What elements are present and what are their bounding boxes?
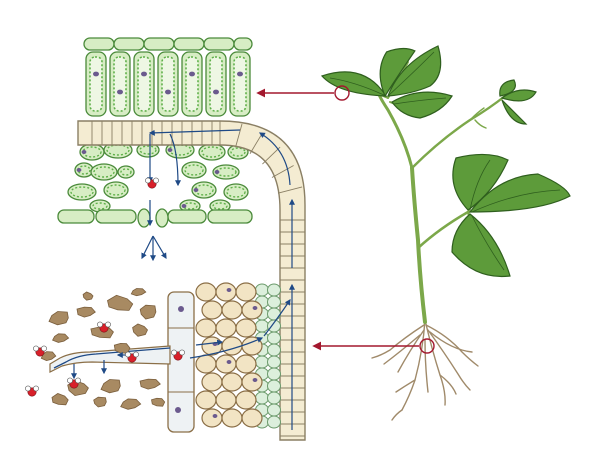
bean-plant [320,45,571,421]
flow-arrow-icon [189,337,264,359]
cortex-cell [221,300,243,320]
soil-particle [139,378,161,390]
palisade-layer [85,51,251,117]
cortex-cell [235,390,257,410]
cortex-cell [201,300,223,320]
soil-particle [82,291,94,301]
soil-particle [100,379,121,394]
water-molecule-icon [67,377,81,389]
cortex-cell [221,372,243,392]
pointer-arrows [256,88,419,351]
spongy-cell [198,143,226,161]
cortex-cell [241,372,263,392]
spongy-cell [90,163,118,181]
endodermis-cell [267,331,281,345]
soil-particle [48,311,69,326]
water-molecule-icon [145,177,159,189]
soil-particle [40,351,57,362]
cortex-cell [235,318,257,338]
upper-epidermis [83,37,253,51]
water-flow-arrows [71,129,295,430]
cortex-cell [241,408,263,428]
cortex-cell [215,390,237,410]
cortex-cell [195,390,217,410]
cortex-cell [221,408,243,428]
soil-particle [130,288,147,297]
root-zoom-circle [419,338,435,354]
soil-particle [120,398,142,410]
root-hair [49,345,171,373]
flow-arrow-icon [263,299,291,337]
soil-particle [51,393,69,406]
spongy-mesophyll [67,141,249,213]
soil-particle [132,323,148,337]
flow-arrow-icon [148,129,241,136]
cortex-cell [195,318,217,338]
soil-particle [151,397,166,407]
water-molecule-icon [125,351,139,363]
cortex-cell [201,372,223,392]
endodermis-cell [255,355,269,369]
root-cortex [195,282,263,428]
endodermis-cell [267,355,281,369]
endodermis-cell [255,319,269,333]
root-cross-section [49,282,281,433]
endodermis-cell [255,391,269,405]
endodermis-cell [267,415,281,429]
zoom-circles [334,85,435,354]
endodermis-cell [267,307,281,321]
cortex-cell [221,336,243,356]
flow-arrow-icon [258,132,291,186]
leaf-zoom-circle [334,85,350,101]
endodermis-cell [267,379,281,393]
cortex-cell [195,354,217,374]
cortex-cell [235,354,257,374]
spongy-cell [117,165,135,179]
stoma [137,208,169,228]
flow-arrow-icon [169,133,181,187]
soil-particle [52,333,70,343]
water-molecule-icon [97,321,111,333]
plant-leaves [320,45,571,278]
water-molecule-icon [171,349,185,361]
endodermis-cell [267,283,281,297]
lower-epidermis [57,209,253,224]
soil-particle [139,304,157,320]
cortex-cell [201,408,223,428]
water-molecules [25,177,185,397]
leaf-veins [329,51,561,271]
soil-particle [76,306,96,318]
plant-roots [371,319,479,421]
cortex-cell [215,354,237,374]
soil-particle [93,396,107,408]
cortex-cell [235,282,257,302]
endodermis-cell [267,343,281,357]
root-epidermis [167,291,195,433]
cortex-cell [241,300,263,320]
endodermis-cell [267,295,281,309]
cortex-cell [215,318,237,338]
cortex-cell [195,282,217,302]
flow-arrow-icon [195,339,224,346]
endodermis-cell [267,391,281,405]
flow-arrow-icon [152,235,167,260]
cortex-cell [215,282,237,302]
endodermis-cell [255,283,269,297]
water-molecule-icon [25,385,39,397]
endodermis-cell [267,403,281,417]
water-molecule-icon [33,345,47,357]
soil-particle [107,294,134,311]
flow-arrow-icon [141,235,154,260]
leaf-cross-section [57,37,253,228]
endodermis-cell [267,367,281,381]
